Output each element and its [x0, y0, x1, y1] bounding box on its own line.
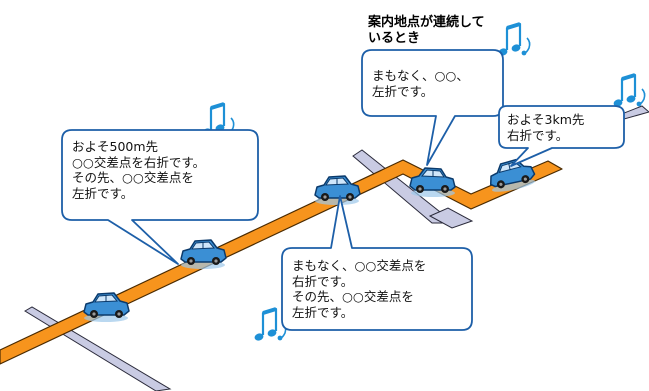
bubble-line: およそ500m先	[72, 139, 159, 154]
bubble-line: ○○交差点を右折です。	[72, 154, 206, 170]
bubble-line: その先、○○交差点を	[72, 170, 194, 185]
speech-bubble-near-middle	[281, 195, 473, 331]
bubble-text-near-top: まもなく、○○、 左折です。	[372, 68, 469, 99]
speech-bubble-near-top	[361, 49, 504, 166]
car-icon	[180, 239, 227, 270]
bubble-line: およそ3km先	[507, 112, 585, 127]
car-icon	[314, 175, 361, 206]
music-note-icon	[610, 73, 647, 110]
music-note-icon	[251, 307, 288, 344]
bubble-line: 左折です。	[292, 304, 354, 320]
speech-bubble-500m	[61, 129, 259, 265]
bubble-line: その先、○○交差点を	[292, 289, 414, 304]
bubble-line: 右折です。	[292, 273, 354, 289]
bubble-text-3km: およそ3km先 右折です。	[507, 112, 584, 143]
side-road-junction	[428, 207, 474, 229]
bubble-line: まもなく、○○交差点を	[292, 258, 427, 273]
music-note-icon	[495, 22, 532, 59]
heading-consecutive-guidance: 案内地点が連続して いるとき	[368, 15, 485, 47]
bubble-line: まもなく、○○、	[372, 68, 469, 83]
car-icon	[486, 155, 538, 195]
bubble-line: 左折です。	[72, 185, 134, 201]
heading-line: 案内地点が連続して	[368, 15, 485, 30]
bubble-text-500m: およそ500m先 ○○交差点を右折です。 その先、○○交差点を 左折です。	[72, 139, 205, 201]
heading-line: いるとき	[368, 31, 421, 46]
bubble-text-near-middle: まもなく、○○交差点を 右折です。 その先、○○交差点を 左折です。	[292, 258, 426, 320]
speech-bubble-3km	[498, 105, 625, 167]
bubble-line: 左折です。	[372, 83, 434, 99]
bubble-line: 右折です。	[507, 127, 569, 143]
